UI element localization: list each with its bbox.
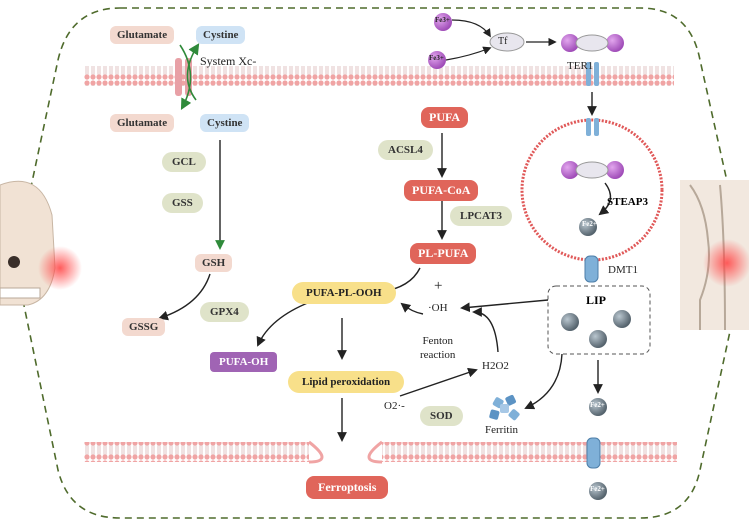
sod-label: SOD <box>420 406 463 426</box>
pufa-pl-ooh-label: PUFA-PL-OOH <box>292 282 396 304</box>
ferritin-icon <box>489 394 520 421</box>
fe2-label: Fe2+ <box>582 220 597 228</box>
fe2-sphere <box>589 398 607 416</box>
plus-sign: + <box>434 278 443 294</box>
fe2-sphere <box>579 218 597 236</box>
export-channel <box>586 437 601 469</box>
lpcat3-label: LPCAT3 <box>450 206 512 226</box>
cell-boundary <box>14 7 746 519</box>
fe3-sphere <box>606 161 624 179</box>
h2o2-label: H2O2 <box>482 360 509 372</box>
ferritin-label: Ferritin <box>485 424 518 436</box>
steap3-label: STEAP3 <box>607 196 648 208</box>
fe3-sphere <box>606 34 624 52</box>
gpx4-label: GPX4 <box>200 302 249 322</box>
ferroptosis-label: Ferroptosis <box>306 476 389 499</box>
knee-joint-icon <box>680 180 749 331</box>
bottom-membrane-left <box>84 442 309 462</box>
cystine-top-label: Cystine <box>196 26 246 44</box>
tf-label: Tf <box>498 36 508 47</box>
cystine-bottom-label: Cystine <box>200 114 250 132</box>
fe2-label: Fe2+ <box>590 485 605 493</box>
ter1-label: TER1 <box>567 60 594 72</box>
pufa-label: PUFA <box>421 107 469 128</box>
fe2-sphere <box>613 310 631 328</box>
fe2-sphere <box>589 482 607 500</box>
glutamate-bottom-label: Glutamate <box>110 114 175 132</box>
top-membrane <box>84 66 674 86</box>
lip-box <box>547 285 651 355</box>
fe3-label: Fe3+ <box>429 54 444 62</box>
dmt1-channel <box>584 255 599 283</box>
pufa-coa-label: PUFA-CoA <box>404 180 479 201</box>
pl-pufa-label: PL-PUFA <box>410 243 477 264</box>
dmt1-label: DMT1 <box>608 264 638 276</box>
skull-icon <box>0 180 82 306</box>
fe2-sphere <box>561 313 579 331</box>
bottom-membrane-right <box>382 442 677 462</box>
fe2-sphere <box>589 330 607 348</box>
fe3-sphere <box>428 51 446 69</box>
gsh-label: GSH <box>195 254 233 272</box>
fe3-label: Fe3+ <box>435 16 450 24</box>
transporter-icon <box>586 62 599 136</box>
fenton-reaction-label: Fenton reaction <box>420 335 456 361</box>
endosome-vesicle <box>520 118 664 262</box>
system-xc-label: System Xc- <box>200 54 257 68</box>
transferrin-icon <box>575 161 609 179</box>
hydroxyl-radical-label: ·OH <box>428 302 448 314</box>
gcl-label: GCL <box>162 152 206 172</box>
transferrin-icon <box>489 32 525 52</box>
glutamate-top-label: Glutamate <box>110 26 175 44</box>
fe3-sphere <box>561 34 579 52</box>
membrane-rupture <box>308 440 383 464</box>
system-xc-transporter <box>175 43 200 110</box>
pufa-oh-label: PUFA-OH <box>210 352 278 372</box>
transferrin-icon <box>575 34 609 52</box>
acsl4-label: ACSL4 <box>378 140 433 160</box>
fe3-sphere <box>561 161 579 179</box>
gss-label: GSS <box>162 193 203 213</box>
fe3-sphere <box>434 13 452 31</box>
lip-label: LIP <box>586 293 607 307</box>
superoxide-label: O2·- <box>384 400 405 412</box>
fe2-label: Fe2+ <box>590 401 605 409</box>
gssg-label: GSSG <box>122 318 166 336</box>
lipid-peroxidation-label: Lipid peroxidation <box>288 371 405 393</box>
